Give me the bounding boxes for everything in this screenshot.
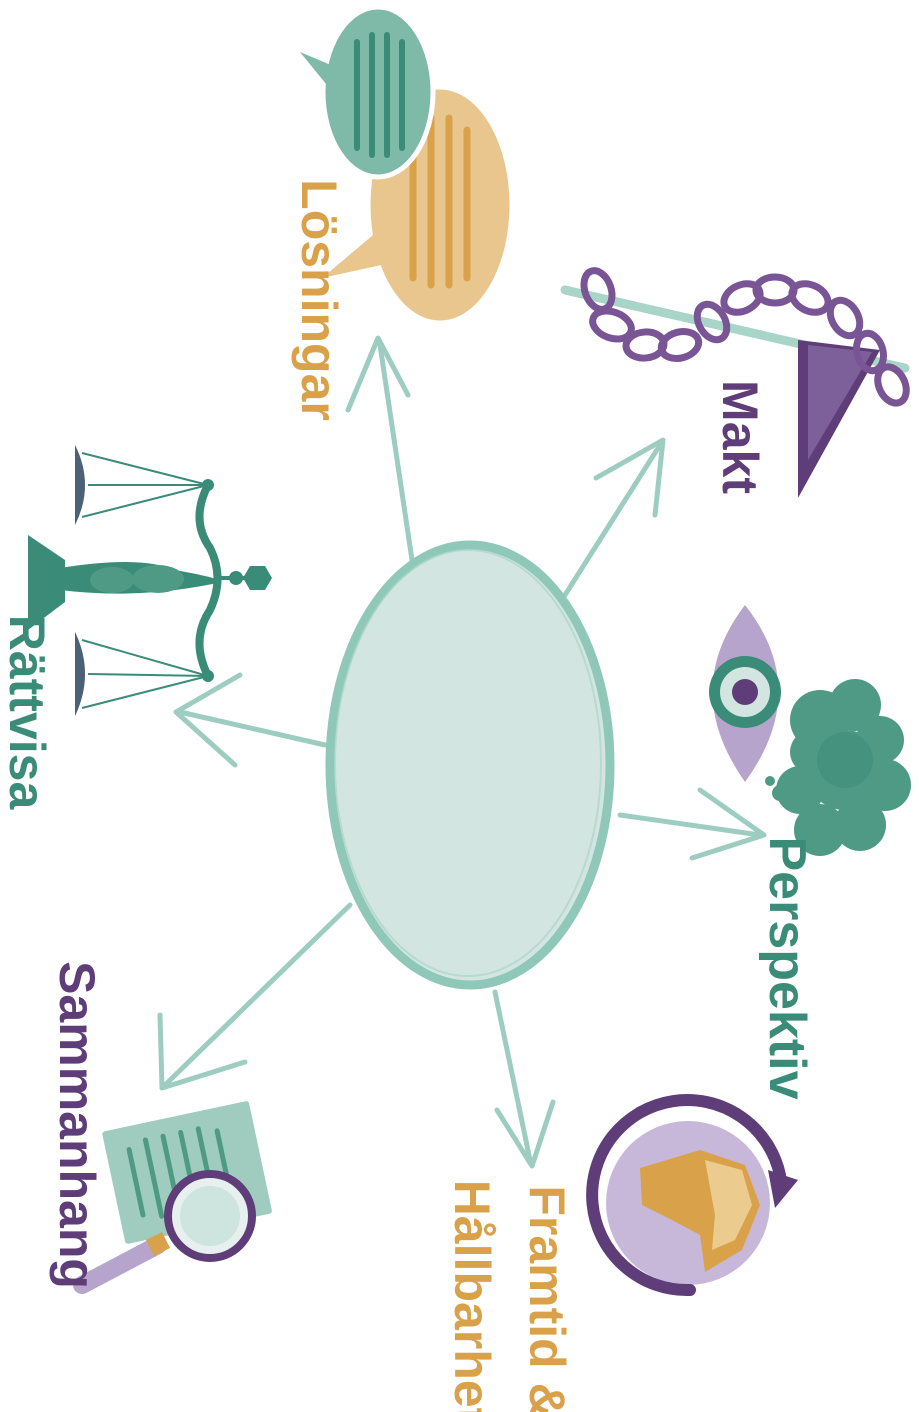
arrow-to-sammanhang: [160, 905, 350, 1088]
arrow-to-perspektiv: [620, 790, 764, 858]
label-hallbarhet-line2: Hållbarhet: [444, 1180, 500, 1412]
document-magnifier-icon: [82, 1101, 272, 1285]
label-losningar: Lösningar: [291, 179, 347, 421]
label-perspektiv: Perspektiv: [758, 836, 816, 1099]
arrow-to-framtid: [495, 992, 553, 1166]
label-makt: Makt: [712, 380, 768, 494]
label-framtid-line1: Framtid &: [519, 1185, 575, 1412]
label-sammanhang: Sammanhang: [49, 961, 105, 1289]
arrow-to-makt: [565, 440, 663, 595]
arrow-to-rattvisa: [176, 675, 325, 765]
label-rattvisa: Rättvisa: [0, 615, 55, 811]
arrow-to-losningar: [348, 338, 412, 560]
center-oval: [330, 545, 610, 985]
globe-with-arrow-icon: [592, 1100, 798, 1290]
